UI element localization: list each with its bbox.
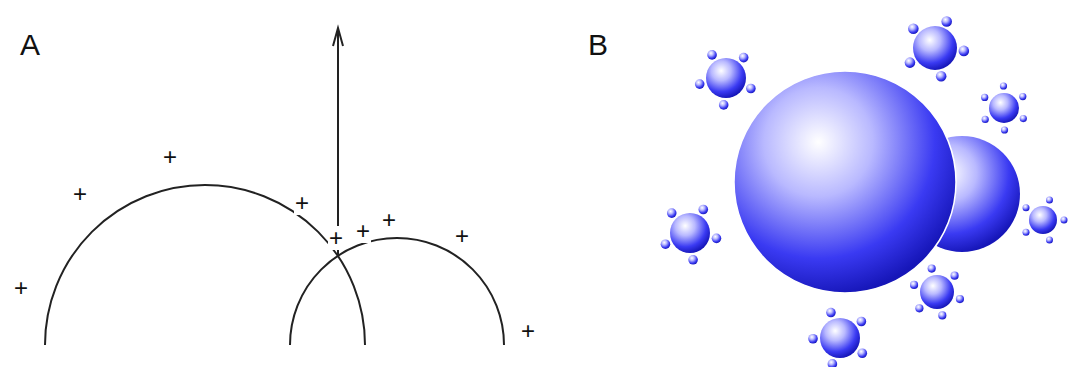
ion-core: [920, 275, 954, 309]
water-ball: [661, 239, 671, 249]
charge-sign: +: [162, 145, 178, 169]
water-ball: [698, 205, 708, 215]
water-ball: [828, 359, 838, 367]
water-ball: [1046, 197, 1053, 204]
water-ball: [910, 281, 918, 289]
water-ball: [982, 116, 989, 123]
water-ball: [719, 100, 729, 110]
ion-core: [706, 58, 746, 98]
panel-letter: A: [20, 30, 40, 60]
hydrated-ions: [661, 16, 1068, 367]
water-ball: [938, 311, 946, 319]
ion-core: [670, 213, 710, 253]
water-ball: [695, 79, 705, 89]
ion-core: [989, 93, 1019, 123]
arrow-shaft: [337, 30, 339, 255]
water-ball: [746, 84, 756, 94]
panel-letter: B: [588, 30, 608, 60]
water-ball: [857, 348, 867, 358]
water-ball: [905, 57, 916, 68]
ion-core: [1029, 206, 1057, 234]
ion-sphere: [905, 16, 969, 81]
water-ball: [1023, 204, 1030, 211]
water-ball: [936, 71, 947, 82]
large-sphere: [734, 71, 956, 293]
ion-sphere: [661, 205, 722, 265]
water-ball: [688, 255, 698, 265]
water-ball: [1019, 93, 1026, 100]
charge-sign: +: [355, 219, 371, 243]
ion-sphere: [910, 265, 964, 320]
charge-sign: +: [328, 226, 344, 250]
ion-core: [913, 26, 957, 70]
charge-sign: +: [381, 208, 397, 232]
water-ball: [1023, 229, 1030, 236]
water-ball: [808, 334, 818, 344]
charge-sign: +: [13, 276, 29, 300]
charge-sign: +: [72, 182, 88, 206]
charge-sign: +: [294, 191, 310, 215]
charge-sign: +: [454, 224, 470, 248]
water-ball: [1001, 126, 1008, 133]
small-arc: [290, 238, 504, 345]
water-ball: [956, 295, 964, 303]
water-ball: [959, 46, 970, 57]
water-ball: [739, 53, 749, 63]
water-ball: [1061, 217, 1068, 224]
water-ball: [857, 317, 867, 327]
water-ball: [928, 265, 936, 273]
water-ball: [707, 50, 717, 60]
water-ball: [908, 23, 919, 34]
ion-core: [820, 318, 860, 358]
charge-sign: +: [520, 319, 536, 343]
water-ball: [826, 308, 836, 318]
water-ball: [981, 94, 988, 101]
water-ball: [915, 304, 923, 312]
ion-sphere: [1023, 197, 1068, 244]
water-ball: [951, 272, 959, 280]
water-ball: [712, 234, 722, 244]
arrow-head: [333, 28, 343, 46]
ion-sphere: [695, 50, 756, 110]
large-arc: [45, 185, 365, 345]
water-ball: [1046, 236, 1053, 243]
ion-sphere: [808, 308, 867, 367]
water-ball: [941, 16, 952, 27]
ion-sphere: [981, 82, 1027, 133]
water-ball: [667, 208, 677, 218]
water-ball: [1020, 115, 1027, 122]
water-ball: [1000, 82, 1007, 89]
